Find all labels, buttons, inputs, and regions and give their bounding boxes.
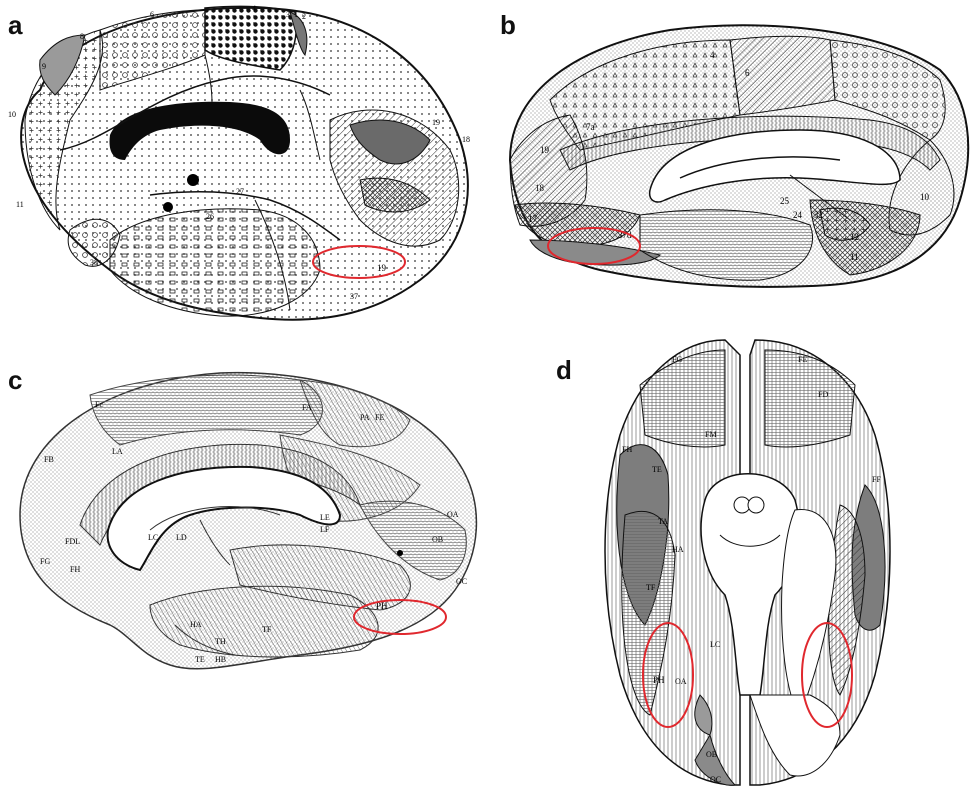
panel-a: a 6 4 3 1 2 8 9 10 11 18 19 27 — [0, 0, 480, 330]
highlight-ellipse — [490, 0, 977, 330]
highlight-ellipses — [550, 335, 970, 790]
highlight-ellipse-right — [802, 623, 852, 727]
highlight-ellipse — [0, 0, 480, 330]
panel-d: d FG FE FD FH FM FF TE TA HA TF LC OA — [550, 335, 970, 790]
highlight-ellipse-left — [643, 623, 693, 727]
highlight-ellipse — [0, 355, 490, 685]
panel-c: c FB Fc FA PA FE FDL FH FG LA LC LD LE L… — [0, 355, 490, 685]
panel-b: b 7a 19 18 17 6 4 32 24 10 11 12 25 37d — [490, 0, 977, 330]
